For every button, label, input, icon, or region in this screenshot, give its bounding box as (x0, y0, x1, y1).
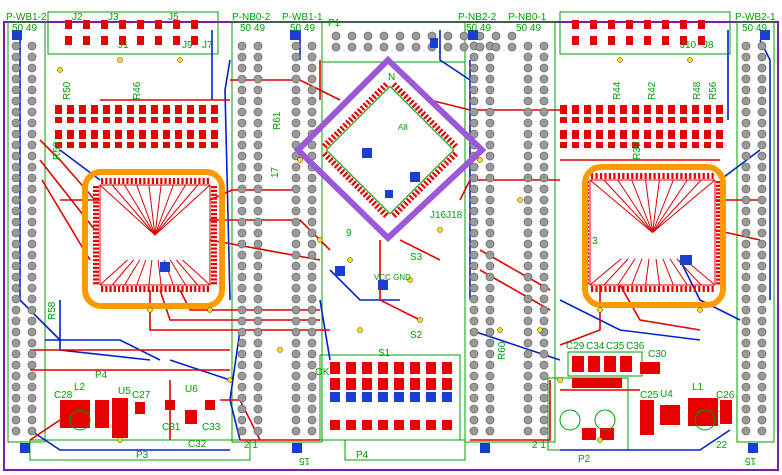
vias (57, 57, 703, 443)
label-pin-50-49-b: 50 49 (240, 23, 265, 34)
label-s3: S3 (410, 252, 423, 263)
label-j9: J9 (182, 40, 193, 51)
label-9: 9 (346, 228, 352, 239)
label-p-wb1-2: P-WB1-2 (6, 12, 47, 23)
highlight-center-chip (293, 55, 487, 243)
label-r42: R42 (647, 81, 658, 100)
label-pin-50-49-c: 50 49 (290, 23, 315, 34)
label-j16-j18: J16J18 (430, 210, 463, 221)
power-components (60, 351, 732, 440)
label-vcc-gnd: VCC GND (374, 273, 411, 282)
label-a8: A8 (398, 123, 408, 132)
label-c33: C33 (202, 422, 221, 433)
label-c35: C35 (606, 341, 625, 352)
left-qfp-chip (93, 178, 217, 292)
label-l1: L1 (692, 382, 704, 393)
label-r56: R56 (708, 81, 719, 100)
label-c28: C28 (54, 390, 73, 401)
label-r39: R39 (632, 141, 643, 160)
label-p3: P3 (136, 450, 149, 461)
label-15-b: 15 (744, 455, 756, 466)
label-p2: P2 (578, 454, 591, 465)
label-pin-50-49-f: 50 49 (742, 23, 767, 34)
label-j5: J5 (168, 12, 179, 23)
label-p4b: P4 (95, 370, 108, 381)
label-c31: C31 (162, 422, 181, 433)
highlight-left-chip (82, 169, 225, 309)
label-3: 3 (592, 236, 598, 247)
label-c34: C34 (586, 341, 605, 352)
label-r48: R48 (692, 81, 703, 100)
label-u5: U5 (118, 386, 131, 397)
label-p-wb2-1: P-WB2-1 (735, 12, 776, 23)
label-2-a: 2 1 (244, 440, 258, 451)
label-j1: J1 (118, 40, 129, 51)
silkscreen-labels: P-WB1-2 50 49 P-NB0-2 50 49 P-WB1-1 50 4… (6, 12, 776, 466)
pin-headers (11, 31, 767, 436)
label-p1: P1 (328, 18, 341, 29)
label-j7: J7 (202, 40, 213, 51)
highlight-right-chip (582, 164, 726, 308)
label-17: 17 (270, 166, 281, 178)
label-c36: C36 (626, 341, 645, 352)
label-p4: P4 (356, 450, 369, 461)
label-r58: R58 (47, 301, 58, 320)
label-j3: J3 (108, 12, 119, 23)
label-s2: S2 (410, 330, 423, 341)
label-c30: C30 (648, 349, 667, 360)
label-n: N (388, 72, 395, 83)
label-pin-50-49-a: 50 49 (12, 23, 37, 34)
label-pin-50-49-e: 50 49 (516, 23, 541, 34)
label-u4: U4 (660, 389, 673, 400)
label-r44: R44 (612, 81, 623, 100)
label-c29: C29 (566, 341, 585, 352)
label-2-b: 2 1 (532, 440, 546, 451)
silkscreen-frames (7, 11, 775, 461)
blue-pads (12, 30, 770, 453)
mounting-holes (69, 409, 716, 431)
label-pin-50-49-d: 50 49 (466, 23, 491, 34)
label-r59: R59 (52, 141, 63, 160)
label-j8: J8 (703, 40, 714, 51)
center-rotated-chip (322, 82, 458, 218)
label-c26: C26 (716, 390, 735, 401)
label-j2: J2 (72, 12, 83, 23)
label-p-nb0-2: P-NB0-2 (232, 12, 271, 23)
label-p-nb2-2: P-NB2-2 (458, 12, 497, 23)
label-r61: R61 (272, 111, 283, 130)
label-r60: R60 (497, 341, 508, 360)
label-j10: J10 (680, 40, 697, 51)
label-u6: U6 (185, 384, 198, 395)
label-p-wb1-1: P-WB1-1 (282, 12, 323, 23)
label-c25: C25 (640, 390, 659, 401)
label-15-a: 15 (298, 455, 310, 466)
label-l2: L2 (74, 382, 86, 393)
label-c32: C32 (188, 439, 207, 450)
label-s1: S1 (378, 348, 391, 359)
dip-switch-bank (330, 362, 452, 430)
label-ok: OK (315, 367, 330, 378)
label-22: 22 (716, 440, 728, 451)
label-r46: R46 (132, 81, 143, 100)
label-r50: R50 (62, 81, 73, 100)
resistor-arrays (55, 20, 723, 148)
label-c27: C27 (132, 390, 151, 401)
label-p-nb0-1: P-NB0-1 (508, 12, 547, 23)
